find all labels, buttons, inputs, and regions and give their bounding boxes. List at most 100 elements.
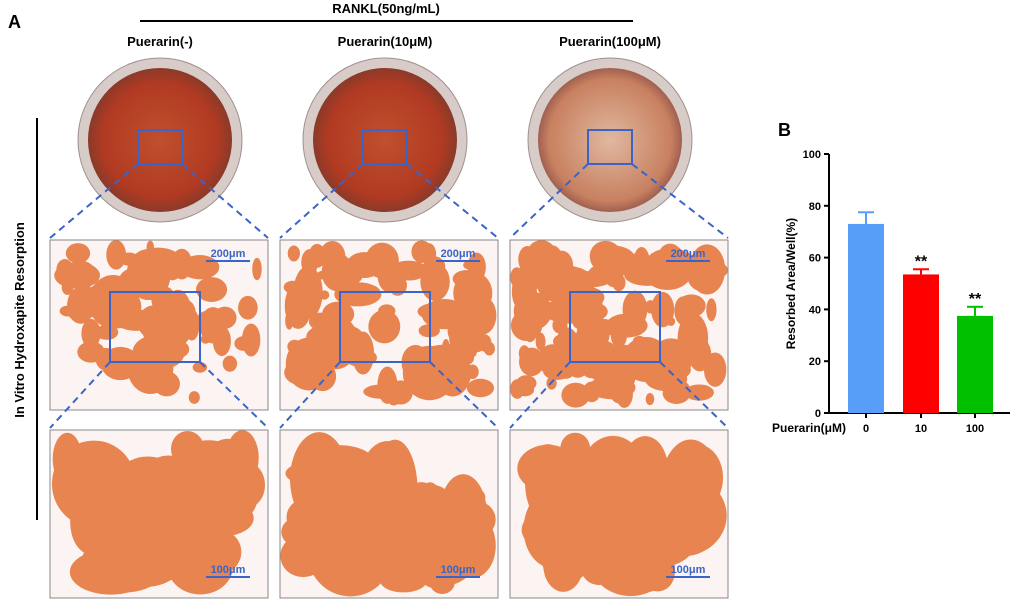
stain-blob — [435, 497, 475, 543]
y-tick-label: 40 — [809, 304, 821, 316]
stain-blob — [200, 334, 211, 344]
x-tick-label: 10 — [915, 423, 927, 435]
scale-bar-label: 200μm — [441, 248, 476, 260]
stain-blob — [302, 285, 320, 304]
zoom-connector — [659, 361, 729, 429]
stain-blob — [420, 262, 450, 301]
zoom-connector — [631, 163, 729, 239]
group-title: Puerarin(-) — [127, 34, 193, 49]
stain-blob — [301, 470, 410, 540]
micrograph-high-mag: 100μm — [509, 429, 729, 599]
stain-blob — [515, 265, 540, 295]
zoom-connector — [279, 163, 364, 239]
scale-bar-label: 100μm — [671, 564, 706, 576]
zoom-box — [587, 129, 633, 165]
zoom-connector — [429, 361, 499, 429]
stain-blob — [88, 275, 138, 329]
frame — [49, 239, 269, 411]
zoom-box — [339, 291, 431, 363]
stain-blob — [635, 474, 727, 557]
y-tick-label: 80 — [809, 201, 821, 213]
stain-blob — [561, 382, 590, 408]
x-tick-label: 100 — [966, 423, 984, 435]
stain-blob — [311, 326, 329, 345]
x-tick-label: 0 — [863, 423, 869, 435]
stain-blob — [693, 353, 723, 370]
stain-blob — [241, 323, 261, 357]
stain-blob — [327, 325, 364, 348]
stain-blob — [466, 364, 479, 380]
frame — [49, 429, 269, 599]
group-title: Puerarin(100μM) — [559, 34, 661, 49]
scale-bar-label: 200μm — [211, 248, 246, 260]
stain-blob — [674, 296, 692, 325]
frame — [509, 429, 729, 599]
stain-blob — [134, 477, 187, 531]
stain-blob — [684, 384, 714, 401]
stain-blob — [520, 318, 537, 331]
stain-blob — [402, 345, 457, 401]
stain-blob — [447, 313, 485, 349]
stain-blob — [710, 262, 728, 278]
stain-blob — [582, 381, 601, 403]
micrograph-low-mag: 200μm — [49, 239, 269, 429]
stain-blob — [518, 245, 537, 273]
bar-10 — [903, 274, 939, 413]
zoom-connector — [509, 361, 571, 429]
stain-blob — [388, 397, 399, 406]
stain-blob — [612, 273, 626, 292]
stain-blob — [569, 362, 587, 378]
stain-blob — [566, 287, 594, 311]
stain-blob — [188, 391, 200, 404]
stain-blob — [515, 383, 535, 397]
group-column-1: Puerarin(10μM) 200μm 100μm — [279, 34, 499, 599]
stain-blob — [287, 245, 300, 262]
stain-blob — [378, 317, 400, 337]
stain-blob — [687, 323, 702, 334]
stain-blob — [146, 240, 154, 255]
stain-blob — [599, 323, 615, 336]
frame — [279, 239, 499, 411]
culture-well-image — [88, 68, 232, 212]
stain-blob — [238, 295, 258, 320]
y-tick-label: 100 — [803, 149, 821, 161]
zoom-box — [569, 291, 661, 363]
stain-blob — [65, 243, 91, 264]
stain-blob — [78, 442, 123, 481]
y-axis-label: Resorbed Area/Well(%) — [784, 218, 798, 349]
stain-blob — [463, 260, 474, 270]
frame — [279, 429, 499, 599]
stain-blob — [81, 318, 101, 349]
stain-blob — [106, 240, 127, 270]
stain-blob — [666, 316, 676, 326]
stain-blob — [462, 290, 489, 308]
stain-blob — [196, 277, 228, 302]
micrograph-image — [510, 240, 728, 410]
zoom-connector — [279, 361, 341, 429]
stain-blob — [519, 347, 545, 377]
stain-blob — [557, 480, 616, 552]
stain-blob — [309, 361, 337, 392]
treatment-header: RANKL(50ng/mL) — [332, 1, 440, 16]
stain-blob — [69, 549, 152, 595]
scale-bar-label: 100μm — [441, 564, 476, 576]
stain-blob — [192, 361, 208, 373]
group-title: Puerarin(10μM) — [338, 34, 433, 49]
micrograph-image — [280, 430, 498, 598]
stain-blob — [226, 474, 258, 518]
stain-blob — [252, 257, 262, 281]
zoom-connector — [49, 361, 111, 429]
x-axis-label: Puerarin(μM) — [772, 421, 846, 435]
stain-blob — [615, 379, 633, 408]
zoom-box — [109, 291, 201, 363]
stain-blob — [66, 260, 96, 285]
y-tick-label: 20 — [809, 356, 821, 368]
stain-blob — [317, 270, 327, 280]
panel-b-label: B — [778, 120, 791, 140]
stain-blob — [622, 290, 648, 329]
zoom-box — [137, 129, 183, 165]
stain-blob — [617, 356, 643, 380]
